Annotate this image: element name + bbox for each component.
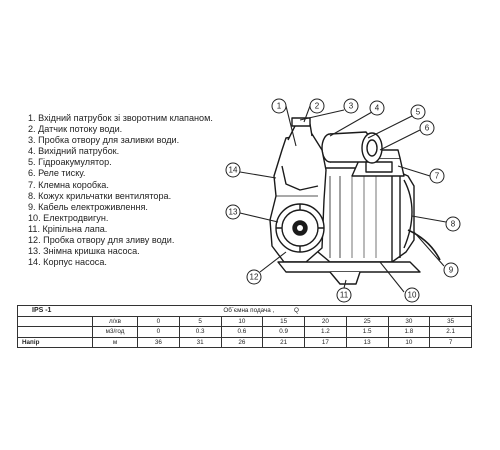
row-label: Напір <box>17 336 93 349</box>
flow-label: Об`ємна подача , <box>223 307 275 315</box>
row-unit: м <box>92 336 138 349</box>
callout-8: 8 <box>411 215 461 232</box>
callout-10: 10 <box>379 261 420 303</box>
table-cell: 0.6 <box>220 326 264 338</box>
callout-13-label: 13 <box>229 208 238 217</box>
table-cell: 5 <box>178 315 222 328</box>
table-header-row: IPS -1 Об`ємна подача , Q <box>17 305 472 317</box>
table-cell: 0.3 <box>178 326 222 338</box>
parts-list-item: 14. Корпус насоса. <box>28 257 107 268</box>
table-cell: 36 <box>137 336 180 349</box>
parts-list-item: 11. Кріпільна лапа. <box>28 223 108 234</box>
callout-5: 5 <box>367 104 426 139</box>
table-cell: 1.8 <box>387 326 431 338</box>
table-cell: 25 <box>345 315 389 328</box>
table-cell: 20 <box>304 315 347 328</box>
callout-1: 1 <box>271 98 297 147</box>
table-cell: 7 <box>429 336 472 349</box>
row-label <box>17 315 93 328</box>
callout-13: 13 <box>225 204 279 223</box>
callout-14: 14 <box>225 162 277 179</box>
table-row: л/хв 0 5 10 15 20 25 30 35 <box>17 315 472 328</box>
row-unit: л/хв <box>92 315 138 328</box>
model-name: IPS -1 <box>17 305 93 317</box>
parts-list-item: 12. Пробка отвору для зливу води. <box>28 235 175 246</box>
table-cell: 21 <box>262 336 305 349</box>
parts-list-item: 10. Електродвигун. <box>28 212 109 223</box>
callout-12: 12 <box>246 251 287 285</box>
table-cell: 30 <box>387 315 431 328</box>
table-row: Напір м 36 31 26 21 17 13 10 7 <box>17 336 472 349</box>
callout-3: 3 <box>299 98 359 121</box>
parts-list: 1. Вхідний патрубок зі зворотним клапано… <box>28 113 213 268</box>
table-cell: 2.1 <box>429 326 472 338</box>
parts-list-item: 9. Кабель електроживлення. <box>28 201 148 212</box>
callout-7-label: 7 <box>435 172 440 181</box>
callouts: 1 2 3 4 5 6 7 <box>225 98 461 303</box>
callout-2-label: 2 <box>315 102 320 111</box>
pump-drawing <box>269 117 441 285</box>
table-cell: 1.2 <box>304 326 347 338</box>
callout-4: 4 <box>329 100 385 137</box>
table-cell: 13 <box>345 336 389 349</box>
table-cell: 26 <box>220 336 264 349</box>
callout-6: 6 <box>379 120 435 151</box>
callout-12-label: 12 <box>250 273 259 282</box>
row-label <box>17 326 93 338</box>
callout-5-label: 5 <box>416 108 421 117</box>
callout-7: 7 <box>397 165 445 184</box>
table-cell: 31 <box>178 336 222 349</box>
table-cell: 17 <box>304 336 347 349</box>
table-cell: 15 <box>262 315 305 328</box>
callout-2: 2 <box>303 98 325 123</box>
parts-list-item: 6. Реле тиску. <box>28 168 86 179</box>
parts-list-item: 2. Датчик потоку води. <box>28 124 123 135</box>
table-cell: 0.9 <box>262 326 305 338</box>
row-unit: м3/год <box>92 326 138 338</box>
callout-3-label: 3 <box>349 102 354 111</box>
parts-list-item: 8. Кожух крильчатки вентилятора. <box>28 190 172 201</box>
callout-11-label: 11 <box>340 291 349 300</box>
table-row: м3/год 0 0.3 0.6 0.9 1.2 1.5 1.8 2.1 <box>17 326 472 338</box>
parts-list-item: 3. Пробка отвору для заливки води. <box>28 135 180 146</box>
table-cell: 10 <box>387 336 431 349</box>
flow-symbol: Q <box>294 307 299 315</box>
table-cell: 10 <box>220 315 264 328</box>
callout-9-label: 9 <box>449 266 454 275</box>
parts-list-item: 7. Клемна коробка. <box>28 179 109 190</box>
callout-1-label: 1 <box>277 102 282 111</box>
callout-8-label: 8 <box>451 220 456 229</box>
table-cell: 35 <box>429 315 472 328</box>
table-cell: 0 <box>137 326 180 338</box>
flow-header: Об`ємна подача , Q <box>92 305 430 317</box>
performance-table: IPS -1 Об`ємна подача , Q л/хв 0 5 10 15… <box>17 305 472 349</box>
callout-4-label: 4 <box>375 104 380 113</box>
callout-11: 11 <box>336 279 352 303</box>
parts-list-item: 5. Гідроакумулятор. <box>28 157 112 168</box>
parts-list-item: 13. Знімна кришка насоса. <box>28 246 140 257</box>
table-cell: 0 <box>137 315 180 328</box>
parts-list-item: 1. Вхідний патрубок зі зворотним клапано… <box>28 113 213 123</box>
table-cell: 1.5 <box>345 326 389 338</box>
callout-6-label: 6 <box>425 124 430 133</box>
parts-list-item: 4. Вихідний патрубок. <box>28 146 120 157</box>
callout-10-label: 10 <box>408 291 417 300</box>
callout-9: 9 <box>413 231 459 278</box>
callout-14-label: 14 <box>229 166 238 175</box>
pump-diagram: 1 2 3 4 5 6 7 <box>225 98 461 303</box>
